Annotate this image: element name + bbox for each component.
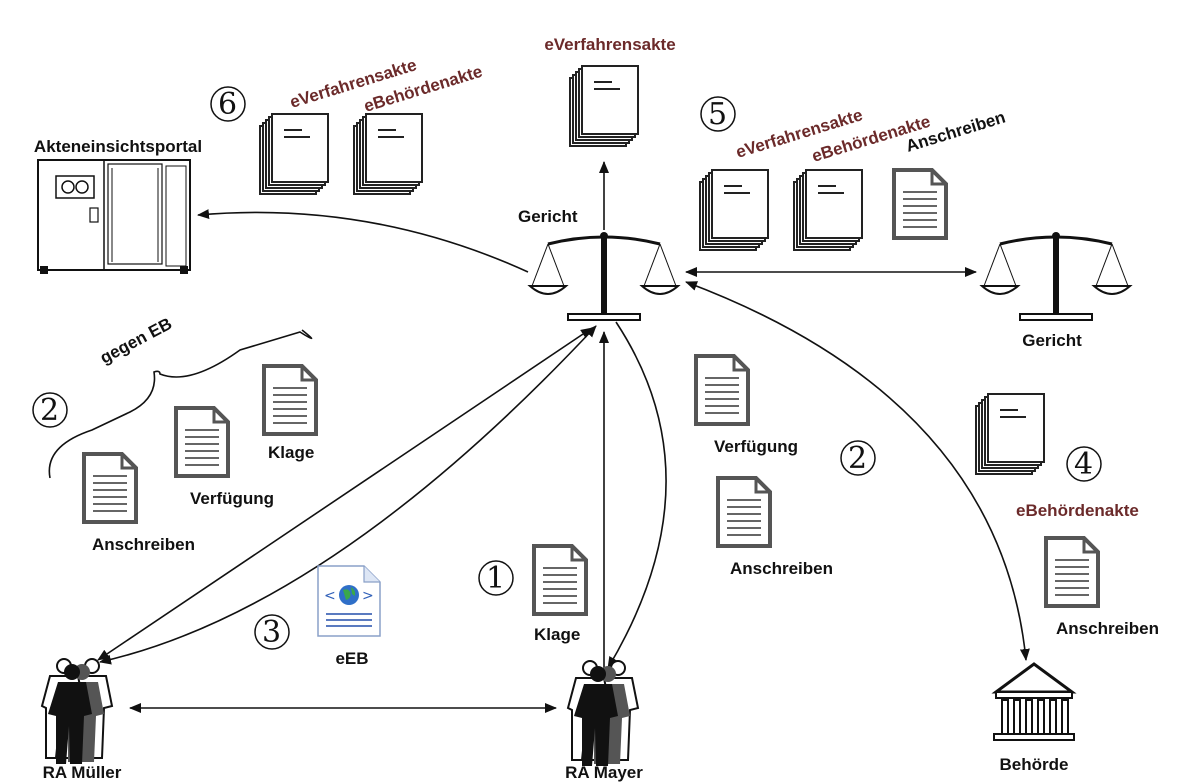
people-icon (41, 658, 113, 765)
step-number-3: 3 (262, 615, 281, 650)
document-icon (82, 452, 138, 524)
court-main-label: Gericht (518, 207, 578, 226)
scale-icon (530, 232, 678, 320)
document-icon (1044, 536, 1100, 608)
lawyer-mayer-label: RA Mayer (565, 763, 643, 782)
group4-file-label: eBehördenakte (1016, 501, 1139, 520)
step-circle-4 (1066, 446, 1102, 482)
authority-label: Behörde (1000, 755, 1069, 774)
authority-building-icon (991, 662, 1077, 741)
document-icon (262, 364, 318, 436)
svg-text:>: > (362, 588, 374, 604)
file-stack-icon (699, 169, 769, 251)
file-stack-icon (793, 169, 863, 251)
group1-doc-label: Klage (534, 625, 580, 644)
file-stack-icon (569, 65, 639, 147)
group2-right-doc-a: Verfügung (714, 437, 798, 456)
portal-label: Akteneinsichtsportal (34, 137, 202, 156)
document-icon (892, 168, 948, 240)
lawyer-mueller-label: RA Müller (43, 763, 122, 782)
file-stack-icon (259, 113, 329, 195)
arrow-mueller-court-curved (99, 325, 597, 665)
step-circle-1 (478, 560, 514, 596)
file-stack-icon (353, 113, 423, 195)
step-number-4: 4 (1074, 447, 1093, 482)
arrow-court-to-portal (197, 209, 529, 273)
top-file-label: eVerfahrensakte (544, 35, 675, 54)
connectors (48, 161, 1030, 713)
arrow-court-authority (685, 281, 1030, 661)
arrow-court-to-mayer (607, 321, 667, 669)
group2-right-doc-b: Anschreiben (730, 559, 833, 578)
step-circle-5 (700, 96, 736, 132)
web-document-icon: < > (317, 565, 381, 637)
document-icon (694, 354, 750, 426)
step-number-1: 1 (486, 561, 505, 596)
step-circle-2 (32, 392, 68, 428)
document-icon (716, 476, 772, 548)
group3-doc-label: eEB (335, 649, 368, 668)
step-circle-2-right (840, 440, 876, 476)
group2-left-doc-c: Klage (268, 443, 314, 462)
brace (48, 329, 313, 479)
brace-label: gegen EB (97, 314, 175, 368)
document-icon (174, 406, 230, 478)
court-other-label: Gericht (1022, 331, 1082, 350)
step-number-6: 6 (218, 87, 237, 122)
step-circle-6 (210, 86, 246, 122)
svg-text:<: < (324, 588, 336, 604)
step-number-5: 5 (708, 97, 727, 132)
step-number-2-right: 2 (848, 441, 867, 476)
portal-terminal-icon (37, 159, 191, 274)
document-icon (532, 544, 588, 616)
group2-left-doc-a: Anschreiben (92, 535, 195, 554)
group2-left-doc-b: Verfügung (190, 489, 274, 508)
people-icon (567, 660, 639, 767)
step-circle-3 (254, 614, 290, 650)
file-stack-icon (975, 393, 1045, 475)
group4-doc-label: Anschreiben (1056, 619, 1159, 638)
step-number-2-left: 2 (40, 393, 59, 428)
scale-icon (982, 232, 1130, 320)
